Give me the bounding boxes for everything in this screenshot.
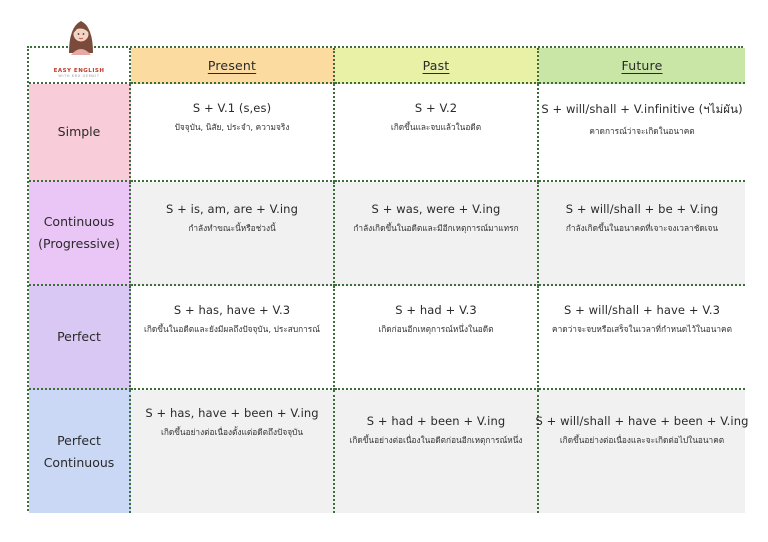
meaning: ปัจจุบัน, นิสัย, ประจำ, ความจริง xyxy=(174,122,290,132)
cell-past-continuous: S + was, were + V.ing กำลังเกิดขึ้นในอดี… xyxy=(335,182,539,286)
formula: S + V.1 (s,es) xyxy=(192,101,272,115)
row-label-perfect-continuous: Perfect Continuous xyxy=(29,390,131,513)
tense-table: EASY ENGLISH WITH KRU GEMKIT Present Pas… xyxy=(27,21,748,513)
formula: S + V.2 xyxy=(414,101,458,115)
meaning: เกิดขึ้นและจบแล้วในอดีต xyxy=(390,122,482,132)
row-label-continuous: Continuous (Progressive) xyxy=(29,182,131,286)
formula: S + had + V.3 xyxy=(395,303,477,317)
cell-present-simple: S + V.1 (s,es) ปัจจุบัน, นิสัย, ประจำ, ค… xyxy=(131,84,335,182)
meaning: เกิดขึ้นอย่างต่อเนื่องตั้งแต่อดีตถึงปัจจ… xyxy=(161,427,303,437)
formula: S + had + been + V.ing xyxy=(366,414,506,428)
formula: S + has, have + been + V.ing xyxy=(145,406,319,420)
header-past: Past xyxy=(335,48,539,84)
row-label-line: Perfect xyxy=(57,329,101,344)
meaning: กำลังเกิดขึ้นในอดีตและมีอีกเหตุการณ์มาแท… xyxy=(353,223,519,233)
meaning: กำลังทำขณะนี้หรือช่วงนี้ xyxy=(188,223,276,233)
formula: S + will/shall + have + been + V.ing xyxy=(535,414,749,428)
row-label-line: (Progressive) xyxy=(38,236,120,251)
meaning: กำลังเกิดขึ้นในอนาคตที่เจาะจงเวลาชัดเจน xyxy=(565,223,719,233)
meaning: คาดการณ์ว่าจะเกิดในอนาคต xyxy=(589,126,695,136)
cell-future-simple: S + will/shall + V.infinitive (ฯไม่ผัน) … xyxy=(539,84,745,182)
cell-future-continuous: S + will/shall + be + V.ing กำลังเกิดขึ้… xyxy=(539,182,745,286)
row-label-line: Simple xyxy=(57,124,101,139)
cell-future-perfect-continuous: S + will/shall + have + been + V.ing เกิ… xyxy=(535,390,748,513)
formula: S + will/shall + be + V.ing xyxy=(565,202,719,216)
formula: S + was, were + V.ing xyxy=(371,202,501,216)
header-future: Future xyxy=(539,48,745,84)
row-label-simple: Simple xyxy=(29,84,131,182)
header-present-label: Present xyxy=(207,57,257,73)
brand-name: EASY ENGLISH xyxy=(53,68,105,74)
formula: S + is, am, are + V.ing xyxy=(166,202,298,216)
cell-past-perfect-continuous: S + had + been + V.ing เกิดขึ้นอย่างต่อเ… xyxy=(335,390,539,513)
meaning: เกิดขึ้นอย่างต่อเนื่องและจะเกิดต่อไปในอน… xyxy=(559,435,725,445)
teacher-avatar-icon xyxy=(69,21,93,55)
header-present: Present xyxy=(131,48,335,84)
meaning: เกิดขึ้นอย่างต่อเนื่องในอดีตก่อนอีกเหตุก… xyxy=(349,435,523,445)
row-label-line: Perfect xyxy=(57,432,101,448)
cell-past-simple: S + V.2 เกิดขึ้นและจบแล้วในอดีต xyxy=(335,84,539,182)
cell-present-perfect-continuous: S + has, have + been + V.ing เกิดขึ้นอย่… xyxy=(131,390,335,513)
cell-present-continuous: S + is, am, are + V.ing กำลังทำขณะนี้หรื… xyxy=(131,182,335,286)
logo-cell: EASY ENGLISH WITH KRU GEMKIT xyxy=(29,21,131,84)
row-label-line: Continuous xyxy=(43,454,115,470)
cell-past-perfect: S + had + V.3 เกิดก่อนอีกเหตุการณ์หนึ่งใ… xyxy=(335,286,539,390)
formula: S + will/shall + V.infinitive (ฯไม่ผัน) xyxy=(541,102,743,116)
header-future-label: Future xyxy=(621,57,663,73)
formula: S + has, have + V.3 xyxy=(173,303,291,317)
meaning: เกิดขึ้นในอดีตและยังมีผลถึงปัจจุบัน, ประ… xyxy=(144,324,320,334)
brand-subtitle: WITH KRU GEMKIT xyxy=(58,74,100,78)
meaning: เกิดก่อนอีกเหตุการณ์หนึ่งในอดีต xyxy=(378,324,494,334)
row-label-line: Continuous xyxy=(43,214,115,229)
meaning: คาดว่าจะจบหรือเสร็จในเวลาที่กำหนดไว้ในอน… xyxy=(552,324,732,334)
header-past-label: Past xyxy=(422,57,450,73)
formula: S + will/shall + have + V.3 xyxy=(564,303,720,317)
cell-present-perfect: S + has, have + V.3 เกิดขึ้นในอดีตและยัง… xyxy=(131,286,335,390)
row-label-perfect: Perfect xyxy=(29,286,131,390)
cell-future-perfect: S + will/shall + have + V.3 คาดว่าจะจบหร… xyxy=(539,286,745,390)
